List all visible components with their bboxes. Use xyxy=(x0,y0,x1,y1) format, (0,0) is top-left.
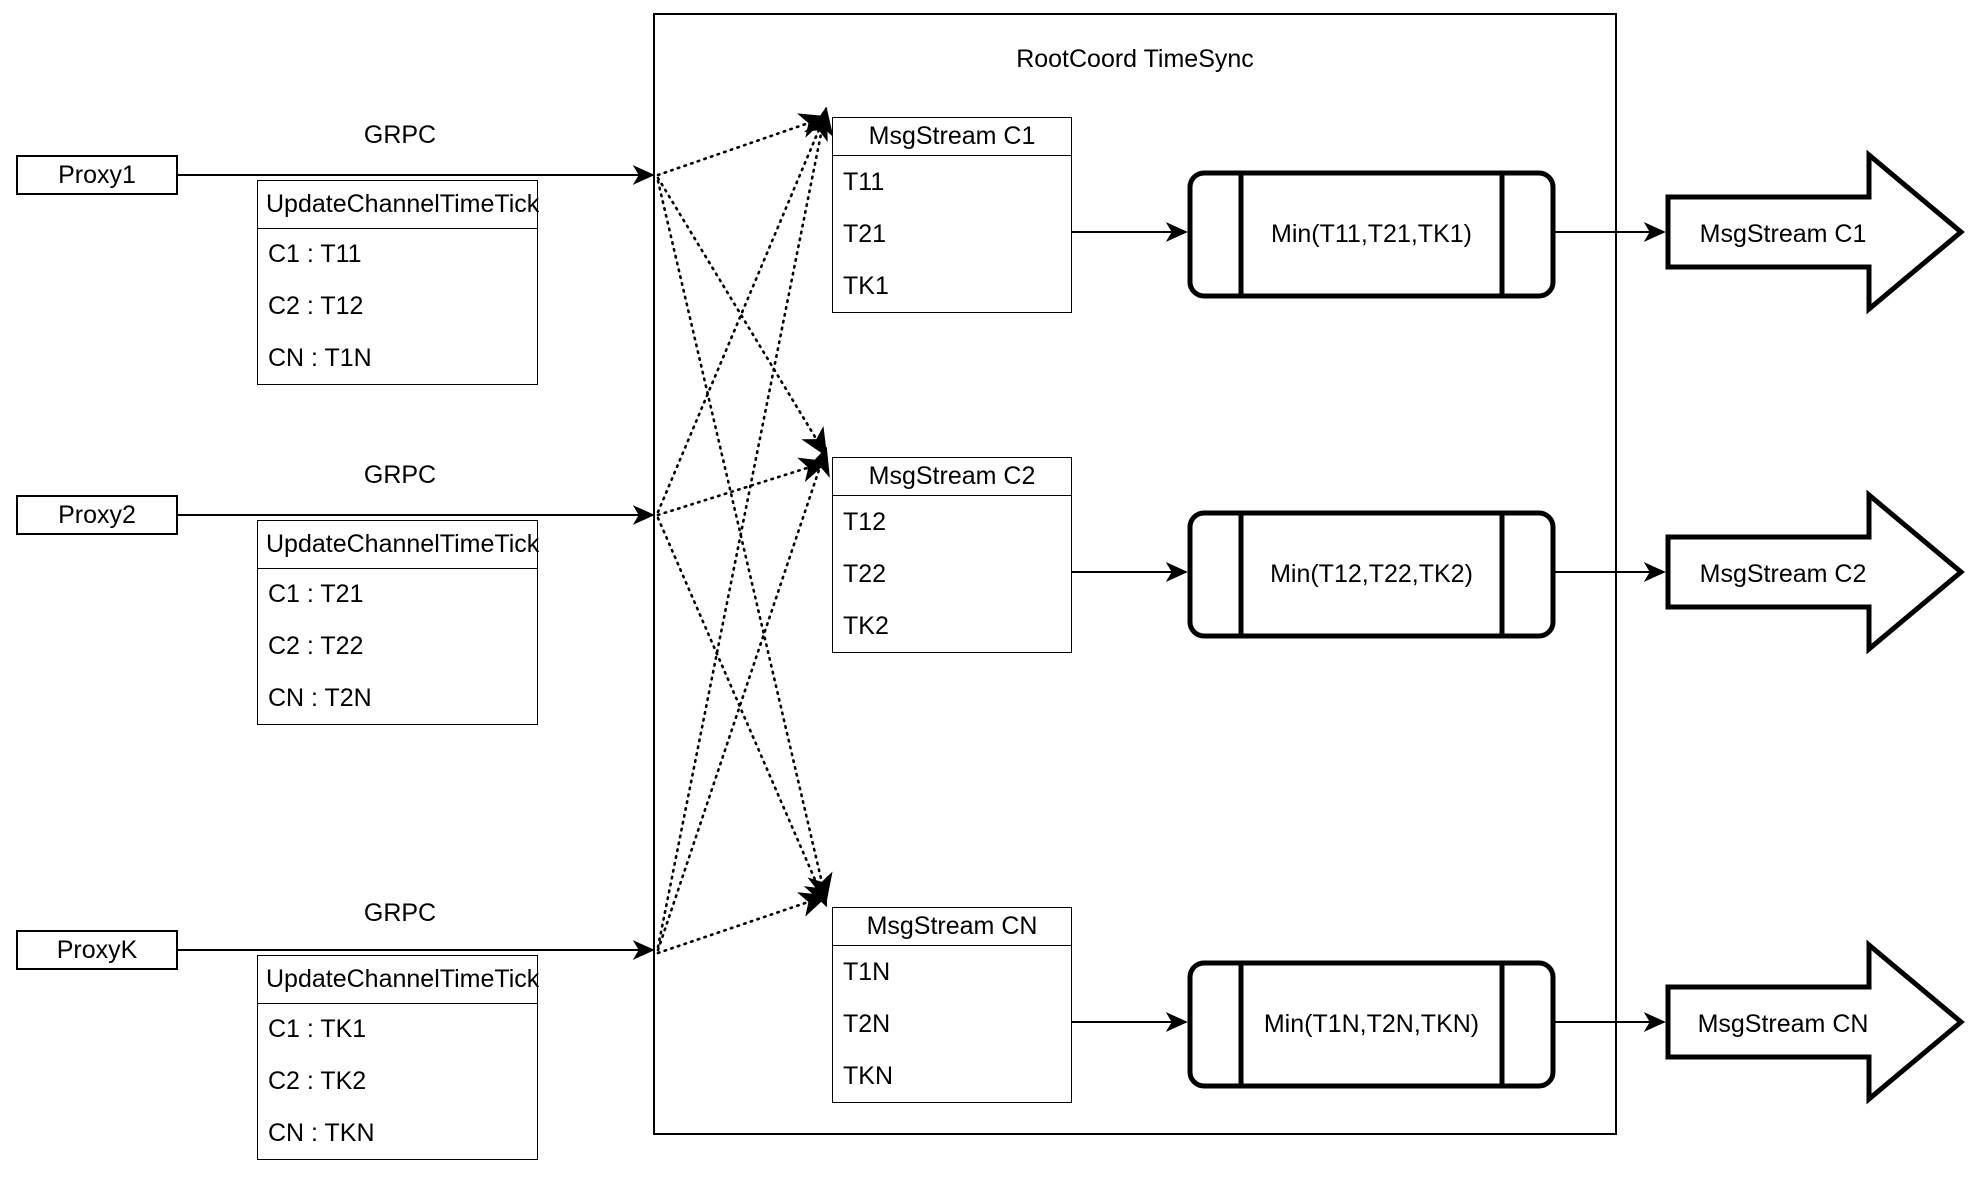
table-row: C2 : T22 xyxy=(268,632,364,660)
table-row: TK1 xyxy=(843,271,889,300)
table-row: C2 : TK2 xyxy=(268,1067,367,1095)
updatechanneltimetick-table-1[interactable]: UpdateChannelTimeTick C1 : T11 C2 : T12 … xyxy=(257,180,539,385)
table-body: T1N T2N TKN xyxy=(833,946,1071,1102)
min-process-label-3: Min(T1N,T2N,TKN) xyxy=(1263,1010,1480,1038)
table-header: UpdateChannelTimeTick xyxy=(258,181,539,229)
table-body: T12 T22 TK2 xyxy=(833,496,1071,652)
grpc-label-1: GRPC xyxy=(363,121,437,149)
table-row: T1N xyxy=(843,957,891,986)
output-arrow-label-1: MsgStream C1 xyxy=(1699,220,1867,248)
table-row: CN : TKN xyxy=(268,1118,375,1147)
table-row: T11 xyxy=(843,167,885,196)
updatechanneltimetick-table-3[interactable]: UpdateChannelTimeTick C1 : TK1 C2 : TK2 … xyxy=(257,955,539,1160)
grpc-label-3: GRPC xyxy=(363,899,437,927)
table-row: TKN xyxy=(843,1061,893,1090)
grpc-label-2: GRPC xyxy=(363,461,437,489)
table-header: MsgStream C1 xyxy=(833,118,1071,156)
proxy-label: ProxyK xyxy=(56,935,138,964)
proxy-box-3[interactable]: ProxyK xyxy=(16,930,178,970)
rootcoord-timesync-title: RootCoord TimeSync xyxy=(1016,45,1254,73)
table-row: C1 : T21 xyxy=(268,580,364,609)
table-row: T2N xyxy=(843,1009,891,1038)
proxy-label: Proxy1 xyxy=(58,160,136,189)
table-body: C1 : T21 C2 : T22 CN : T2N xyxy=(258,569,537,724)
msgstream-table-1[interactable]: MsgStream C1 T11 T21 TK1 xyxy=(832,117,1072,313)
proxy-label: Proxy2 xyxy=(58,500,136,529)
table-body: T11 T21 TK1 xyxy=(833,156,1071,312)
table-row: T12 xyxy=(843,507,887,536)
table-body: C1 : TK1 C2 : TK2 CN : TKN xyxy=(258,1004,537,1159)
table-row: C1 : T11 xyxy=(268,240,362,269)
updatechanneltimetick-table-2[interactable]: UpdateChannelTimeTick C1 : T21 C2 : T22 … xyxy=(257,520,539,725)
table-row: T21 xyxy=(843,219,887,248)
table-header: UpdateChannelTimeTick xyxy=(258,956,539,1004)
table-header: MsgStream C2 xyxy=(833,458,1071,496)
table-row: CN : T1N xyxy=(268,343,372,372)
msgstream-table-3[interactable]: MsgStream CN T1N T2N TKN xyxy=(832,907,1072,1103)
output-arrow-label-3: MsgStream CN xyxy=(1697,1010,1869,1038)
table-row: T22 xyxy=(843,559,887,588)
table-row: CN : T2N xyxy=(268,683,372,712)
proxy-box-1[interactable]: Proxy1 xyxy=(16,155,178,195)
rootcoord-timesync-container xyxy=(653,13,1617,1135)
table-header: MsgStream CN xyxy=(833,908,1071,946)
table-row: C1 : TK1 xyxy=(268,1015,367,1044)
min-process-label-1: Min(T11,T21,TK1) xyxy=(1271,220,1472,248)
table-body: C1 : T11 C2 : T12 CN : T1N xyxy=(258,229,537,384)
table-header: UpdateChannelTimeTick xyxy=(258,521,539,569)
proxy-box-2[interactable]: Proxy2 xyxy=(16,495,178,535)
table-row: C2 : T12 xyxy=(268,292,364,320)
output-arrow-label-2: MsgStream C2 xyxy=(1699,560,1867,588)
min-process-label-2: Min(T12,T22,TK2) xyxy=(1270,560,1473,588)
table-row: TK2 xyxy=(843,611,889,640)
msgstream-table-2[interactable]: MsgStream C2 T12 T22 TK2 xyxy=(832,457,1072,653)
